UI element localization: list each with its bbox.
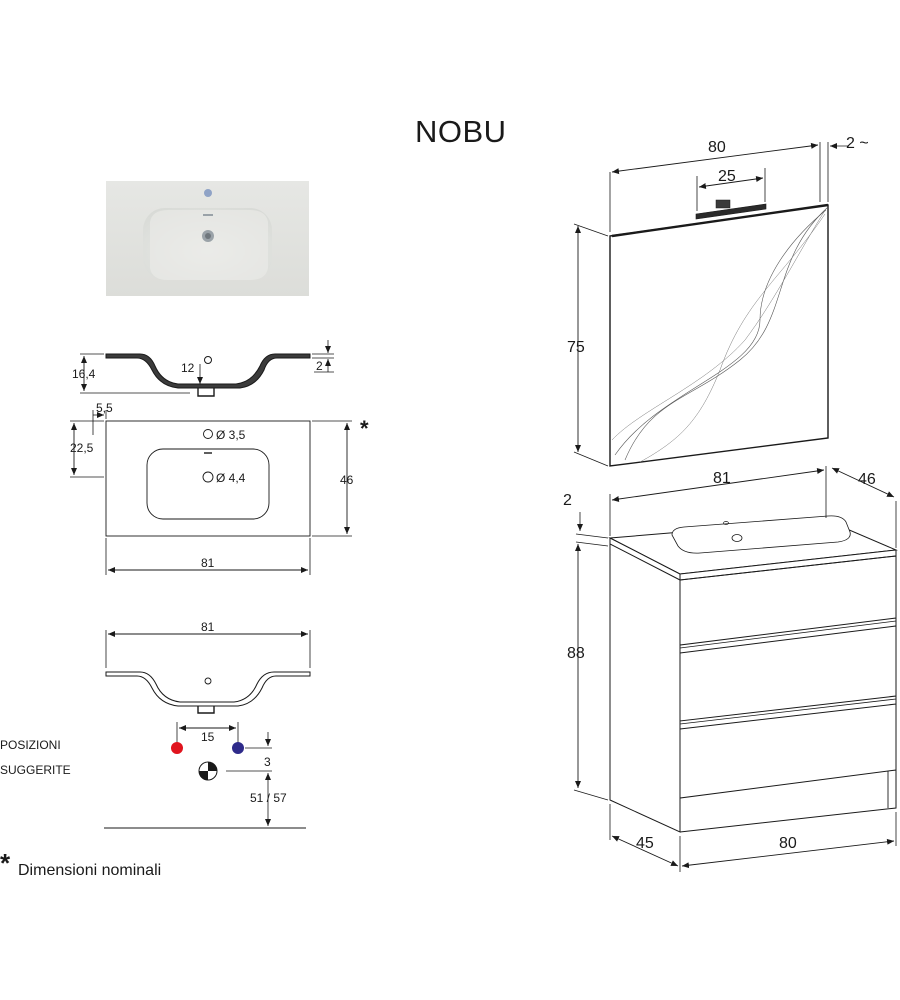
depth-label: 46: [340, 473, 354, 487]
cabinet-top-thickness-label: 2: [563, 492, 572, 509]
product-title: NOBU: [415, 114, 507, 149]
hot-water-icon: [171, 742, 183, 754]
tap-hole-icon: [723, 521, 729, 525]
drain-icon: [731, 534, 743, 542]
cabinet-top-depth-label: 46: [858, 471, 876, 488]
footnote-asterisk: *: [0, 848, 11, 878]
mirror-height-label: 75: [567, 339, 585, 356]
front-width-label: 81: [201, 620, 215, 634]
waste-height-label: 51 / 57: [250, 791, 287, 805]
waste-outlet-icon: [198, 761, 218, 781]
cabinet-side-depth-label: 45: [636, 835, 654, 852]
hole-offset-label: 22,5: [70, 441, 94, 455]
taps-spacing-label: 15: [201, 730, 215, 744]
mirror-lamp-icon: [695, 199, 767, 220]
basin-height-label: 16,4: [72, 367, 96, 381]
edge-dim-label: 5,5: [96, 401, 113, 415]
mirror-lamp-label: 25: [718, 168, 736, 185]
mirror: [573, 142, 848, 467]
basin-section-top: [80, 340, 334, 397]
basin-top-view: [70, 410, 352, 575]
basin-rim-label: 2: [316, 359, 323, 373]
suggested-positions-label-line1: POSIZIONI: [0, 738, 61, 752]
taps-offset-label: 3: [264, 755, 271, 769]
mirror-depth-label: 2 ~: [846, 135, 869, 152]
width-label: 81: [201, 556, 215, 570]
drain-hole-label: Ø 4,4: [216, 471, 246, 485]
cabinet-top-width-label: 81: [713, 470, 731, 487]
drain-hole-icon: [202, 471, 214, 483]
basin-front-section: [104, 630, 311, 829]
cabinet-height-label: 88: [567, 645, 585, 662]
tap-hole-icon: [204, 189, 212, 197]
mirror-width-label: 80: [708, 139, 726, 156]
nominal-dimension-asterisk: *: [360, 416, 369, 441]
cabinet-front-width-label: 80: [779, 835, 797, 852]
suggested-positions-label-line2: SUGGERITE: [0, 763, 71, 777]
footnote-text: Dimensioni nominali: [18, 862, 162, 879]
tap-hole-icon: [203, 429, 213, 439]
basin-render: [106, 181, 309, 296]
tap-hole-label: Ø 3,5: [216, 428, 246, 442]
vanity-cabinet: [573, 466, 898, 872]
cold-water-icon: [232, 742, 244, 754]
basin-inner-label: 12: [181, 361, 195, 375]
